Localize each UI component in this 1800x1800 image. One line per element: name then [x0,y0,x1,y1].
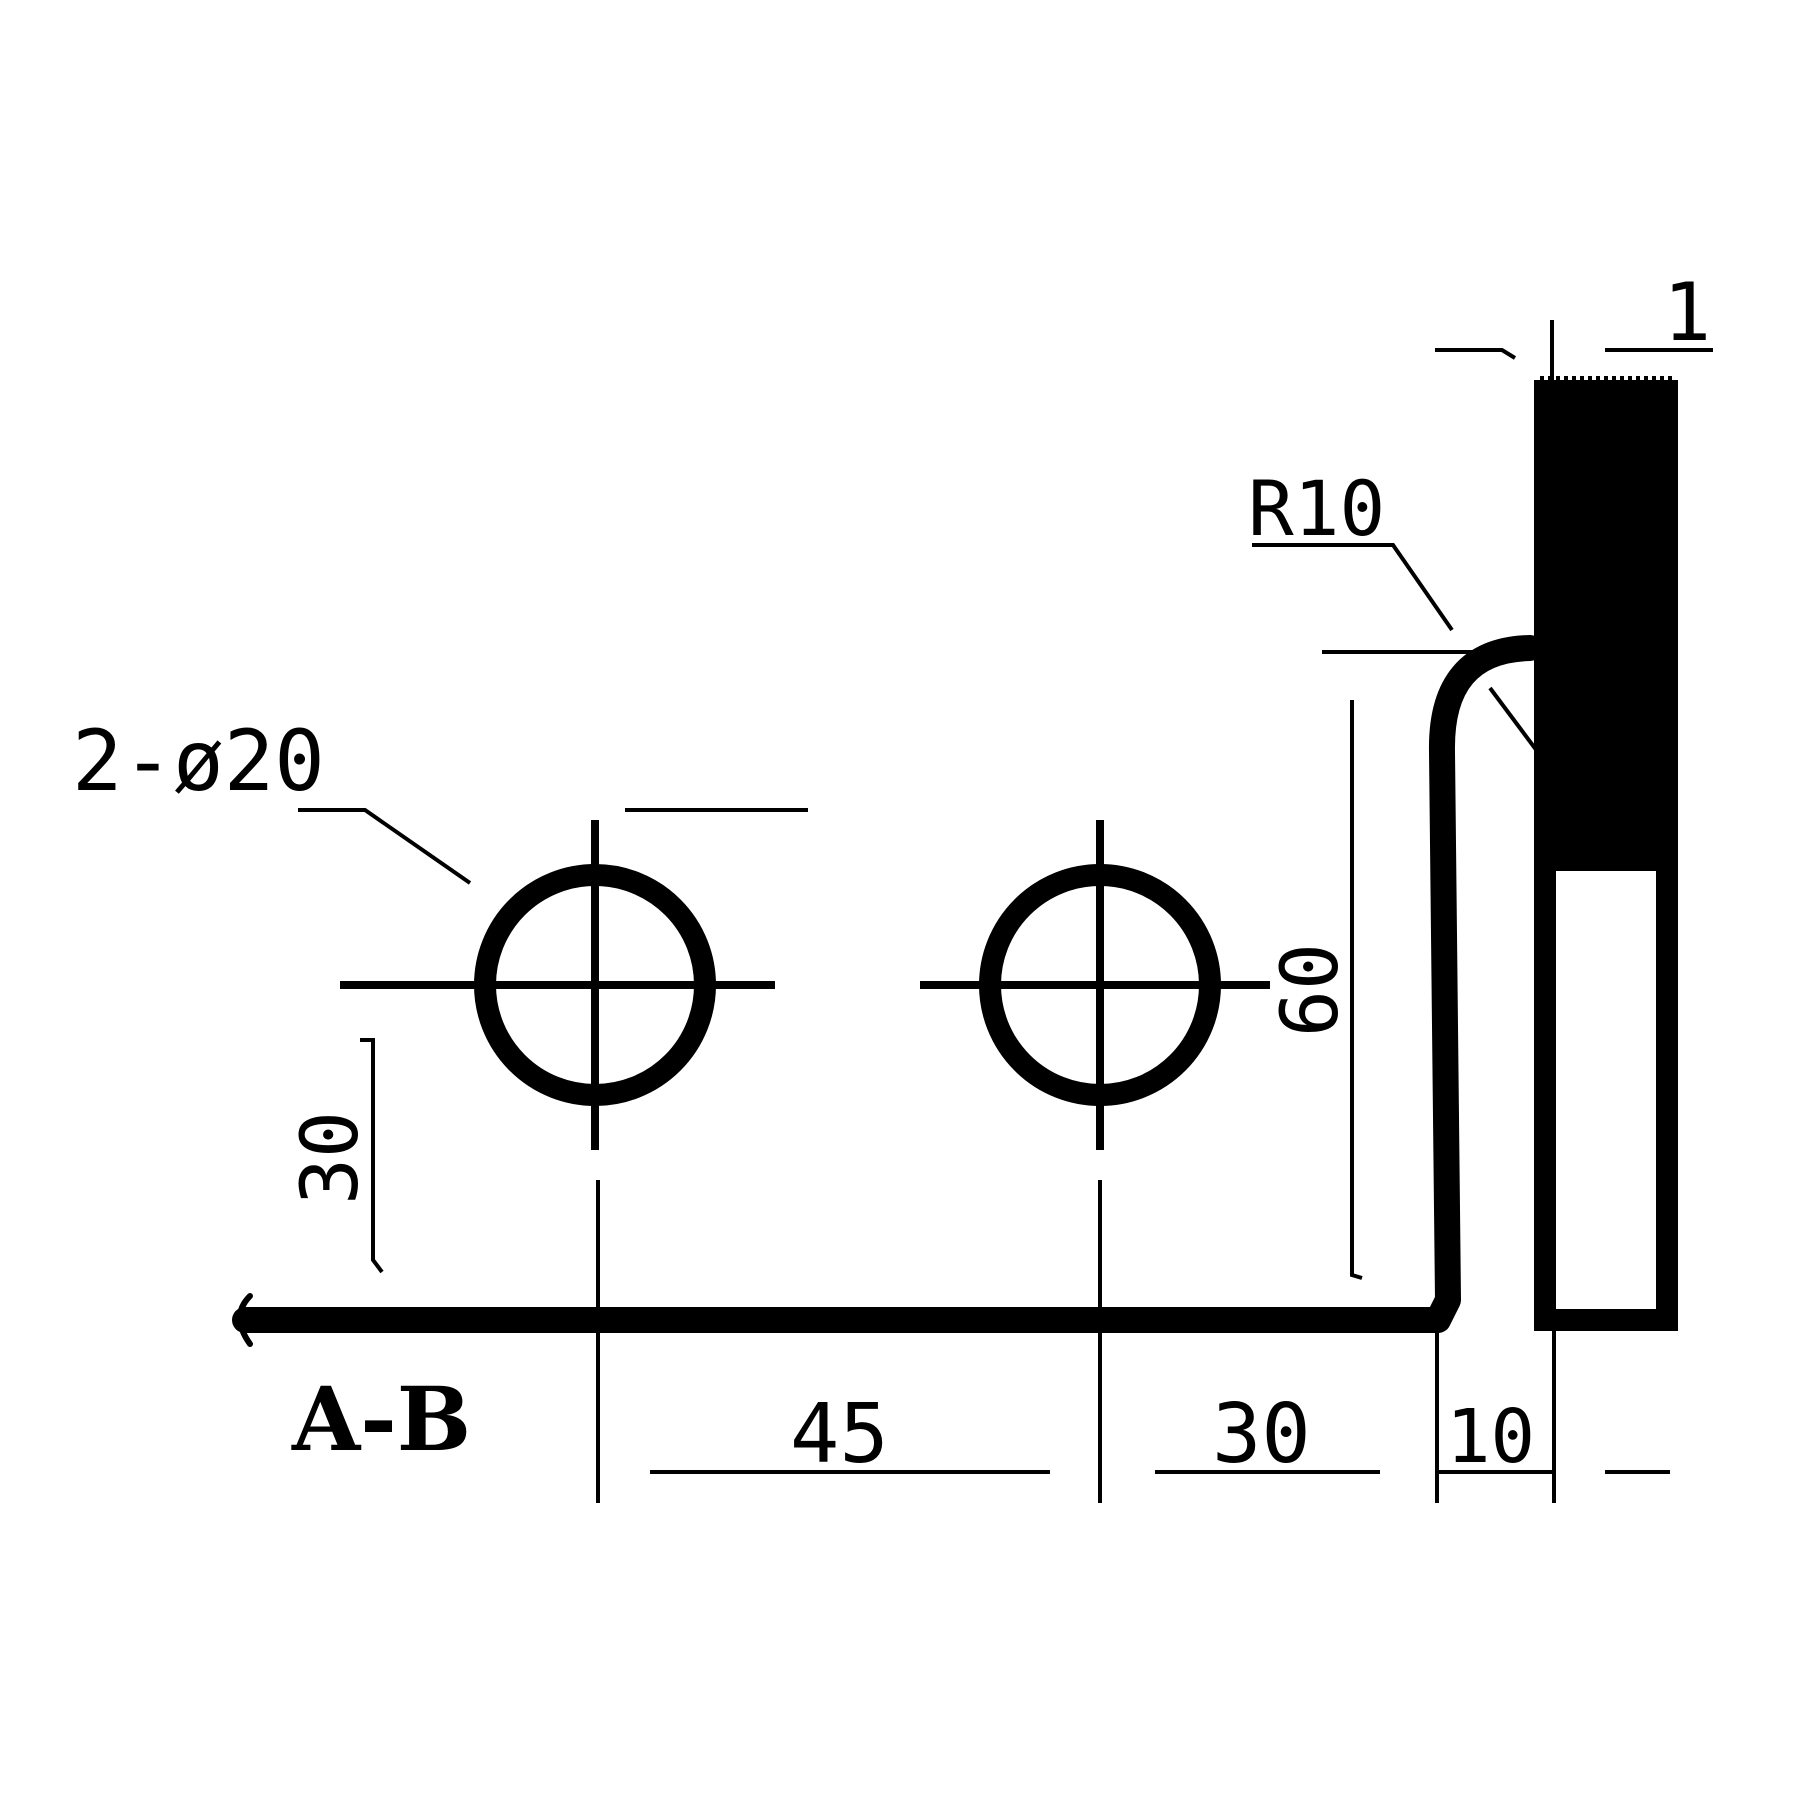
thickness-label: 1 [1663,266,1711,359]
flange-hollow-section [1534,849,1678,1331]
base-plate-end [237,1293,253,1347]
dim-60-vertical-line [1350,700,1363,1280]
dim-30-vertical-label: 30 [286,1111,376,1205]
dim-10-label: 10 [1446,1394,1535,1480]
annotations: 2-ø20 R10 1 30 60 A-B 45 30 10 [72,266,1711,1482]
hole-left [340,820,775,1150]
radius-leader [1252,543,1454,632]
vertical-flange [1534,376,1678,1331]
dim-45-label: 45 [790,1387,889,1482]
hole-right [920,820,1270,1150]
holes-leader [298,808,472,885]
flange-solid-section [1534,380,1678,870]
section-label: A-B [291,1367,471,1471]
dim-30-label: 30 [1212,1387,1311,1482]
thickness-left-line [1435,348,1517,360]
dimension-lines [298,320,1713,1503]
dim-30-vertical-line [360,1038,384,1274]
radius-leader-inner [1488,686,1542,757]
radius-callout: R10 [1248,464,1385,553]
dim-60-vertical-label: 60 [1266,943,1356,1037]
holes-callout: 2-ø20 [72,712,325,810]
